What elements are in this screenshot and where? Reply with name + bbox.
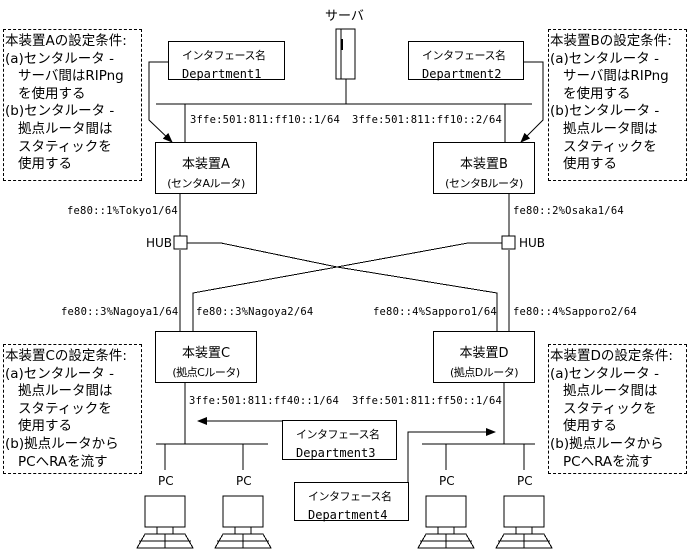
interface-key: インタフェース名 [296, 428, 380, 441]
interface-box-dept1: インタフェース名 Department1 [168, 41, 285, 81]
router-b: 本装置B (センタBルータ) [433, 142, 535, 194]
interface-value: Department1 [182, 67, 262, 81]
router-c: 本装置C (拠点Cルータ) [155, 331, 257, 383]
interface-value: Department2 [422, 67, 502, 81]
pc-label: PC [236, 474, 252, 488]
addr-c-nagoya1: fe80::3%Nagoya1/64 [61, 306, 179, 318]
pc-label: PC [158, 474, 174, 488]
condition-line: (a)センタルータ - [5, 365, 114, 382]
condition-line: スタティックを [563, 400, 657, 417]
condition-line: (b)拠点ルータから [550, 435, 664, 452]
hub-left-label: HUB [146, 236, 173, 250]
server-icon [335, 28, 356, 80]
condition-line: 拠点ルータ間は [563, 383, 658, 400]
arrow-dept1 [148, 61, 176, 143]
router-name: 本装置A [182, 157, 230, 172]
addr-b-hub: fe80::2%Osaka1/64 [513, 205, 624, 217]
condition-line: PCへRAを流す [563, 453, 653, 470]
condition-title: 本装置Aの設定条件: [5, 33, 127, 49]
condition-line: スタティックを [18, 138, 112, 155]
addr-d-lan: 3ffe:501:811:ff50::1/64 [352, 395, 502, 407]
interface-value: Department3 [296, 446, 376, 460]
condition-line: (a)センタルータ - [550, 50, 659, 67]
router-role: (拠点Cルータ) [172, 366, 240, 379]
conditions-d: 本装置Dの設定条件: (a)センタルータ - 拠点ルータ間は スタティックを 使… [548, 344, 687, 474]
condition-line: サーバ間はRIPng [18, 68, 124, 85]
condition-line: を使用する [563, 85, 631, 102]
pc-icon [495, 495, 553, 549]
router-name: 本装置D [459, 346, 509, 361]
condition-line: 使用する [18, 156, 72, 173]
condition-line: スタティックを [18, 400, 112, 417]
server-label: サーバ [325, 9, 364, 24]
conditions-b: 本装置Bの設定条件: (a)センタルータ - サーバ間はRIPng を使用する … [548, 29, 687, 181]
pc-label: PC [439, 474, 455, 488]
cross-link-right-hub [336, 242, 502, 268]
router-d: 本装置D (拠点Dルータ) [433, 331, 535, 383]
condition-line: 拠点ルータ間は [18, 383, 113, 400]
router-role: (拠点Dルータ) [449, 366, 519, 379]
condition-line: (a)センタルータ - [550, 365, 659, 382]
addr-b-server: 3ffe:501:811:ff10::2/64 [352, 114, 502, 126]
addr-c-nagoya2: fe80::3%Nagoya2/64 [196, 306, 314, 318]
pc-icon [136, 495, 194, 549]
cross-link-left-hub [187, 242, 338, 268]
cross-link-to-d [336, 266, 498, 340]
router-role: (センタBルータ) [445, 177, 523, 190]
condition-line: (a)センタルータ - [5, 50, 114, 67]
cross-link-to-c [192, 266, 338, 340]
condition-line: (b)センタルータ - [550, 103, 660, 120]
interface-box-dept3: インタフェース名 Department3 [282, 420, 397, 460]
router-role: (センタAルータ) [167, 177, 245, 190]
pc-icon [214, 495, 272, 549]
addr-a-hub: fe80::1%Tokyo1/64 [67, 205, 178, 217]
condition-line: 使用する [18, 418, 72, 435]
condition-title: 本装置Cの設定条件: [5, 348, 127, 364]
arrow-dept4 [407, 428, 496, 485]
hub-right-label: HUB [519, 236, 546, 250]
router-name: 本装置C [181, 346, 231, 361]
condition-line: (b)拠点ルータから [5, 435, 119, 452]
interface-key: インタフェース名 [182, 49, 266, 62]
condition-line: (b)センタルータ - [5, 103, 115, 120]
interface-value: Department4 [308, 508, 388, 522]
hub-left-icon [173, 235, 188, 250]
condition-title: 本装置Dの設定条件: [550, 348, 673, 364]
interface-box-dept4: インタフェース名 Department4 [294, 482, 409, 522]
condition-line: 使用する [563, 418, 617, 435]
interface-key: インタフェース名 [308, 490, 392, 503]
interface-key: インタフェース名 [422, 49, 506, 62]
conditions-c: 本装置Cの設定条件: (a)センタルータ - 拠点ルータ間は スタティックを 使… [3, 344, 142, 474]
condition-title: 本装置Bの設定条件: [550, 33, 672, 49]
pc-icon [417, 495, 475, 549]
interface-box-dept2: インタフェース名 Department2 [408, 41, 524, 81]
addr-d-sapporo1: fe80::4%Sapporo1/64 [373, 306, 497, 318]
condition-line: サーバ間はRIPng [563, 68, 669, 85]
condition-line: スタティックを [563, 138, 657, 155]
conditions-a: 本装置Aの設定条件: (a)センタルータ - サーバ間はRIPng を使用する … [3, 29, 142, 181]
condition-line: 拠点ルータ間は [563, 120, 658, 137]
router-a: 本装置A (センタAルータ) [155, 142, 257, 194]
router-name: 本装置B [460, 157, 508, 172]
addr-c-lan: 3ffe:501:811:ff40::1/64 [189, 395, 339, 407]
addr-a-server: 3ffe:501:811:ff10::1/64 [190, 114, 340, 126]
arrow-dept2 [520, 61, 544, 143]
condition-line: 拠点ルータ間は [18, 120, 113, 137]
pc-label: PC [517, 474, 533, 488]
condition-line: を使用する [18, 85, 86, 102]
condition-line: 使用する [563, 156, 617, 173]
hub-right-icon [501, 235, 516, 250]
condition-line: PCへRAを流す [18, 453, 108, 470]
addr-d-sapporo2: fe80::4%Sapporo2/64 [513, 306, 637, 318]
